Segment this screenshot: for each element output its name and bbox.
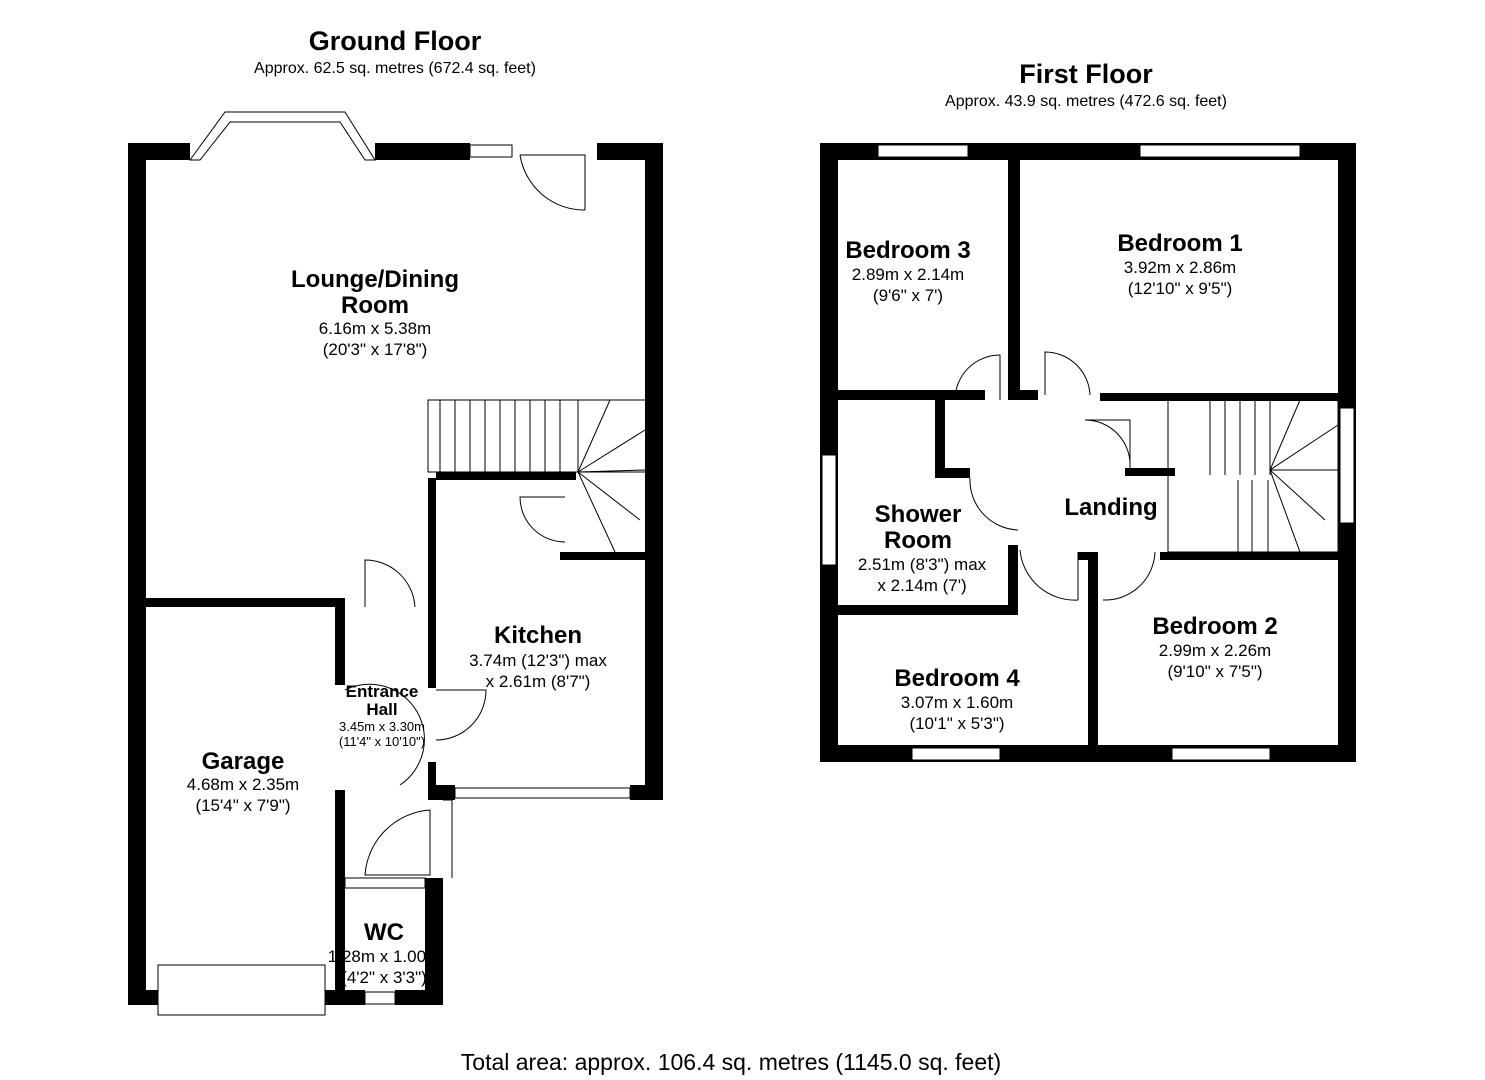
hall-name-2: Hall [366,700,397,719]
ground-floor-windows-doors [157,111,649,1016]
wc-name: WC [364,919,404,946]
hall-metric: 3.45m x 3.30m [339,719,425,734]
shower-imperial: x 2.14m (7') [877,576,966,595]
kitchen-metric: 3.74m (12'3") max [469,651,607,670]
bedroom1-imperial: (12'10" x 9'5") [1128,279,1233,298]
bedroom2-name: Bedroom 2 [1152,613,1277,640]
bedroom3-imperial: (9'6" x 7') [873,286,943,305]
lounge-name-2: Room [341,292,409,319]
landing-name: Landing [1064,494,1157,521]
ground-floor-area: Approx. 62.5 sq. metres (672.4 sq. feet) [254,60,536,77]
bedroom4-metric: 3.07m x 1.60m [901,693,1013,712]
shower-name: Shower [875,501,962,528]
garage-imperial: (15'4" x 7'9") [195,796,290,815]
garage-metric: 4.68m x 2.35m [187,775,299,794]
bedroom1-metric: 3.92m x 2.86m [1124,258,1236,277]
bedroom4-imperial: (10'1" x 5'3") [909,714,1004,733]
total-area: Total area: approx. 106.4 sq. metres (11… [461,1049,1001,1075]
ground-floor-title: Ground Floor [309,26,482,56]
hall-name: Entrance [346,682,419,701]
lounge-imperial: (20'3" x 17'8") [323,340,428,359]
shower-metric: 2.51m (8'3") max [858,555,987,574]
ground-floor-walls [128,143,663,1005]
bedroom4-name: Bedroom 4 [894,665,1020,692]
first-floor-title: First Floor [1019,59,1153,89]
bedroom2-metric: 2.99m x 2.26m [1159,641,1271,660]
kitchen-imperial: x 2.61m (8'7") [486,672,591,691]
garage-name: Garage [202,748,285,775]
bedroom3-name: Bedroom 3 [845,237,970,264]
first-floor-windows-doors [821,144,1355,761]
wc-imperial: (4'2" x 3'3") [341,968,427,987]
first-floor-area: Approx. 43.9 sq. metres (472.6 sq. feet) [945,93,1227,110]
bedroom1-name: Bedroom 1 [1117,230,1242,257]
bedroom3-metric: 2.89m x 2.14m [852,265,964,284]
lounge-metric: 6.16m x 5.38m [319,319,431,338]
bedroom2-imperial: (9'10" x 7'5") [1167,662,1262,681]
hall-imperial: (11'4" x 10'10") [339,734,425,749]
shower-name-2: Room [884,527,952,554]
lounge-name: Lounge/Dining [291,266,459,293]
wc-metric: 1.28m x 1.00m [328,947,440,966]
kitchen-name: Kitchen [494,622,582,649]
